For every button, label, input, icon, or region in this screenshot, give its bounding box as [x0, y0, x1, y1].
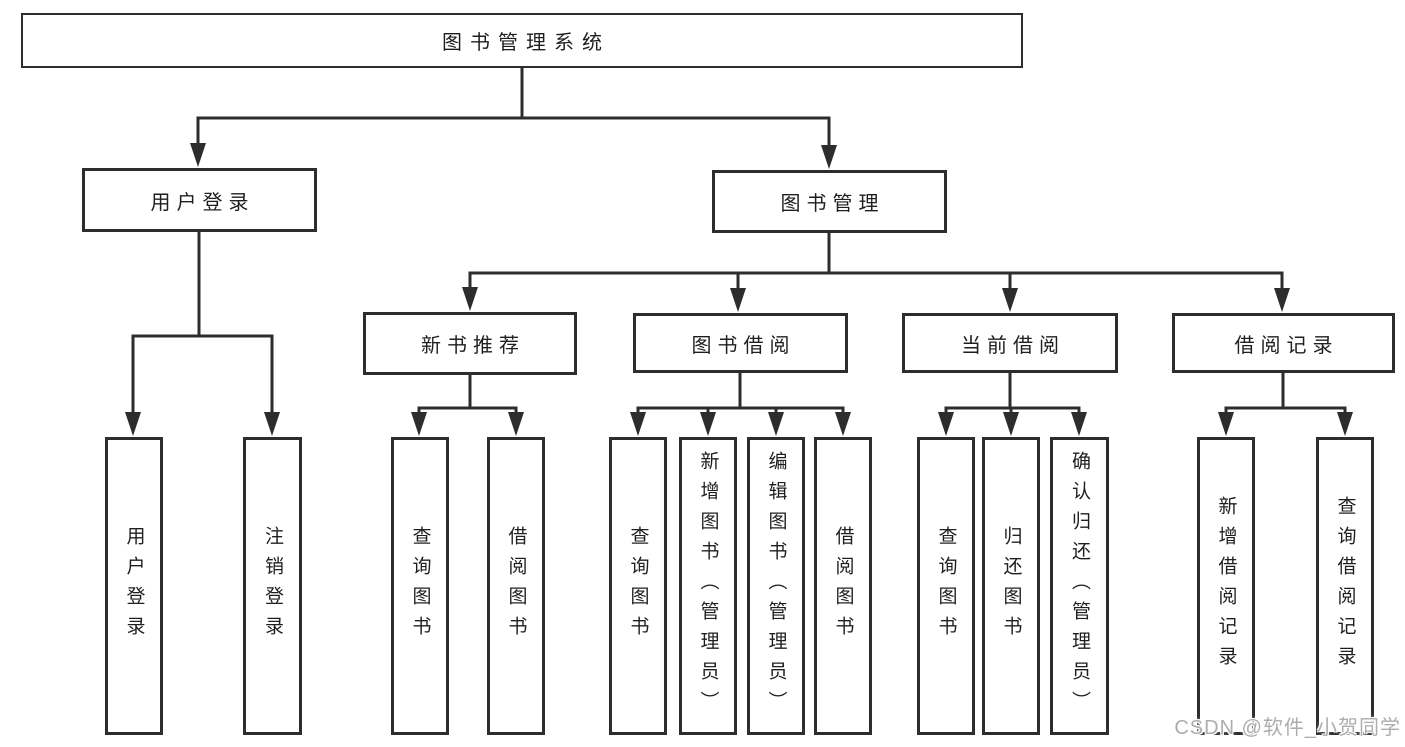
arrowhead: [700, 412, 716, 436]
arrowhead: [821, 145, 837, 169]
arrowhead: [630, 412, 646, 436]
leaf-query-book-2-label: 查询图书: [627, 526, 649, 646]
watermark: CSDN @软件_小贺同学: [1174, 717, 1401, 739]
leaf-query-borrow-record-label: 查询借阅记录: [1334, 496, 1356, 676]
leaf-query-book-1-label: 查询图书: [409, 526, 431, 646]
node-user-login: 用户登录: [82, 168, 317, 232]
leaf-add-book-admin: 新增图书（管理员）: [679, 437, 737, 735]
node-new-book-recommend-label: 新书推荐: [421, 335, 525, 357]
arrowhead: [730, 288, 746, 312]
leaf-logout: 注销登录: [243, 437, 302, 735]
leaf-return-book-label: 归还图书: [1000, 526, 1022, 646]
node-borrow-record-label: 借阅记录: [1234, 334, 1339, 357]
arrowhead: [835, 412, 851, 436]
node-borrow-record: 借阅记录: [1172, 313, 1395, 373]
node-current-borrow: 当前借阅: [902, 313, 1118, 373]
leaf-query-book-1: 查询图书: [391, 437, 449, 735]
leaf-user-login: 用户登录: [105, 437, 163, 735]
node-new-book-recommend: 新书推荐: [363, 312, 577, 375]
arrowhead: [1337, 412, 1353, 436]
leaf-confirm-return-admin: 确认归还（管理员）: [1050, 437, 1109, 735]
node-root: 图书管理系统: [21, 13, 1023, 68]
node-book-management: 图书管理: [712, 170, 947, 233]
arrowhead: [264, 412, 280, 436]
leaf-query-borrow-record: 查询借阅记录: [1316, 437, 1374, 735]
arrowhead: [1274, 288, 1290, 312]
arrowhead: [125, 412, 141, 436]
node-root-label: 图书管理系统: [442, 32, 610, 54]
node-book-management-label: 图书管理: [780, 193, 885, 215]
arrowheads: [125, 143, 1353, 436]
leaf-add-borrow-record: 新增借阅记录: [1197, 437, 1255, 735]
leaf-return-book: 归还图书: [982, 437, 1040, 735]
arrowhead: [768, 412, 784, 436]
leaf-borrow-book-2: 借阅图书: [814, 437, 872, 735]
leaf-logout-label: 注销登录: [262, 526, 283, 646]
leaf-add-book-admin-label: 新增图书（管理员）: [697, 451, 719, 721]
leaf-borrow-book-1: 借阅图书: [487, 437, 545, 735]
arrowhead: [411, 412, 427, 436]
leaf-edit-book-admin-label: 编辑图书（管理员）: [765, 451, 787, 721]
arrowhead: [1071, 412, 1087, 436]
arrowhead: [1218, 412, 1234, 436]
leaf-borrow-book-1-label: 借阅图书: [505, 526, 527, 646]
leaf-query-book-3: 查询图书: [917, 437, 975, 735]
leaf-add-borrow-record-label: 新增借阅记录: [1215, 496, 1237, 676]
arrowhead: [1003, 412, 1019, 436]
arrowhead: [190, 143, 206, 167]
leaf-confirm-return-admin-label: 确认归还（管理员）: [1069, 451, 1090, 721]
arrowhead: [462, 287, 478, 311]
leaf-user-login-label: 用户登录: [123, 526, 145, 646]
node-book-borrow: 图书借阅: [633, 313, 848, 373]
leaf-query-book-3-label: 查询图书: [935, 526, 957, 646]
leaf-query-book-2: 查询图书: [609, 437, 667, 735]
node-book-borrow-label: 图书借阅: [691, 334, 796, 357]
arrowhead: [508, 412, 524, 436]
arrowhead: [938, 412, 954, 436]
leaf-borrow-book-2-label: 借阅图书: [832, 526, 854, 646]
leaf-edit-book-admin: 编辑图书（管理员）: [747, 437, 805, 735]
node-user-login-label: 用户登录: [150, 191, 255, 214]
node-current-borrow-label: 当前借阅: [961, 334, 1065, 357]
arrowhead: [1002, 288, 1018, 312]
